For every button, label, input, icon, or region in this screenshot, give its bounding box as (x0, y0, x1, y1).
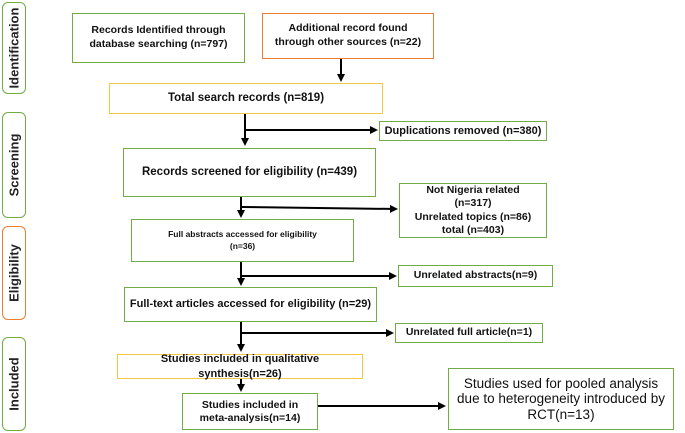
phase-eligibility: Eligibility (2, 226, 26, 320)
pooled-analysis-text: Studies used for pooled analysis due to … (457, 375, 665, 422)
qualitative-synthesis-text: Studies included in qualitative synthesi… (160, 353, 320, 380)
box-qualitative-synthesis: Studies included in qualitative synthesi… (117, 353, 363, 380)
full-abstracts-text: Full abstracts accessed for eligibility … (168, 229, 317, 251)
box-records-screened: Records screened for eligibility (n=439) (123, 148, 376, 197)
arrow-to-excluded (240, 204, 398, 213)
excluded-count-text: (n=317) (454, 197, 492, 210)
unrelated-abstracts-text: Unrelated abstracts(n=9) (413, 269, 538, 282)
box-total-records: Total search records (n=819) (109, 83, 383, 114)
box-other-sources: Additional record found through other so… (262, 13, 434, 59)
box-meta-analysis: Studies included in meta-analysis(n=14) (182, 393, 318, 430)
box-fulltext-articles: Full-text articles accessed for eligibil… (124, 287, 377, 322)
box-pooled-analysis: Studies used for pooled analysis due to … (448, 368, 674, 430)
database-records-text: Records Identified through database sear… (89, 24, 228, 50)
meta-analysis-line2: meta-analysis(n=14) (199, 411, 301, 424)
excluded-unrelated-text: Unrelated topics (n=86) (414, 210, 532, 223)
meta-analysis-line1: Studies included in (201, 398, 299, 411)
phase-screening: Screening (2, 112, 26, 218)
excluded-not-nigeria-text: Not Nigeria related (426, 184, 520, 197)
box-excluded-records: Not Nigeria related (n=317) Unrelated to… (399, 183, 547, 238)
excluded-total-text: total (n=403) (441, 223, 505, 236)
box-unrelated-abstracts: Unrelated abstracts(n=9) (398, 265, 553, 287)
box-unrelated-full-article: Unrelated full article(n=1) (395, 323, 543, 343)
duplicates-text: Duplications removed (n=380) (384, 124, 542, 137)
fulltext-articles-text: Full-text articles accessed for eligibil… (129, 298, 372, 311)
box-database-records: Records Identified through database sear… (72, 13, 245, 63)
other-sources-text: Additional record found through other so… (274, 22, 422, 48)
phase-included: Included (2, 337, 26, 431)
phase-identification: Identification (2, 2, 26, 94)
box-full-abstracts: Full abstracts accessed for eligibility … (131, 219, 354, 262)
unrelated-full-article-text: Unrelated full article(n=1) (405, 326, 533, 339)
total-records-text: Total search records (n=819) (167, 92, 325, 105)
box-duplicates-removed: Duplications removed (n=380) (379, 121, 547, 141)
records-screened-text: Records screened for eligibility (n=439) (141, 166, 358, 179)
